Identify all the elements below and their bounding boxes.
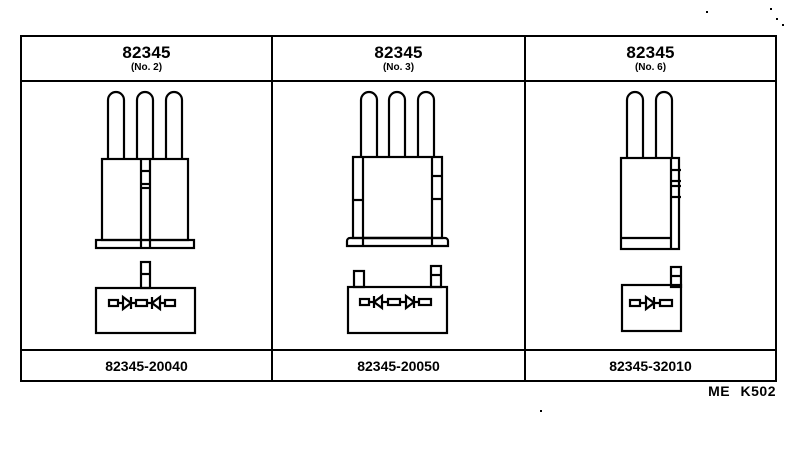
scan-speck bbox=[776, 18, 778, 20]
part-number: 82345-32010 bbox=[609, 357, 692, 374]
scan-speck bbox=[770, 8, 772, 10]
part-number-cell: 82345-32010 bbox=[526, 351, 775, 380]
header-divider bbox=[22, 80, 775, 82]
header-subtitle: (No. 6) bbox=[634, 62, 667, 73]
scan-speck bbox=[782, 24, 784, 26]
part-number-cell: 82345-20040 bbox=[22, 351, 271, 380]
column-divider-1 bbox=[271, 37, 273, 380]
scan-speck bbox=[706, 11, 708, 13]
figure-code: ME K502 bbox=[708, 383, 776, 399]
header-subtitle: (No. 2) bbox=[130, 62, 163, 73]
footer-divider bbox=[22, 349, 775, 351]
header-title: 82345 bbox=[122, 43, 171, 62]
scan-speck bbox=[540, 410, 542, 412]
header-cell-no3: 82345 (No. 3) bbox=[273, 37, 524, 80]
part-number: 82345-20040 bbox=[105, 357, 188, 374]
header-subtitle: (No. 3) bbox=[382, 62, 415, 73]
header-cell-no2: 82345 (No. 2) bbox=[22, 37, 271, 80]
header-cell-no6: 82345 (No. 6) bbox=[526, 37, 775, 80]
part-number: 82345-20050 bbox=[357, 357, 440, 374]
header-title: 82345 bbox=[626, 43, 675, 62]
header-title: 82345 bbox=[374, 43, 423, 62]
part-number-cell: 82345-20050 bbox=[273, 351, 524, 380]
diode-connector-table: 82345 (No. 2) 82345 (No. 3) 82345 (No. 6… bbox=[20, 35, 777, 382]
column-divider-2 bbox=[524, 37, 526, 380]
